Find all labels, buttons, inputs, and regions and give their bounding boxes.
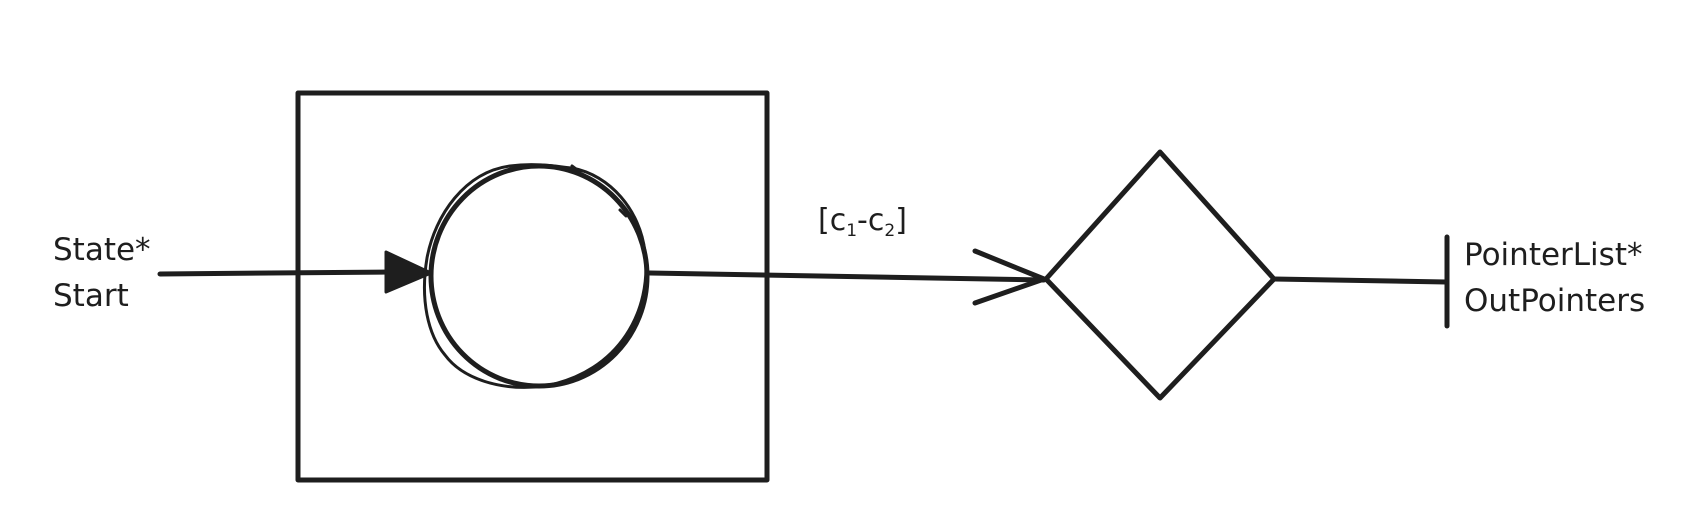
decision-diamond xyxy=(1043,149,1277,401)
output-type-label: PointerList* xyxy=(1464,237,1642,273)
start-arrowhead-icon xyxy=(384,250,433,294)
container-box xyxy=(295,90,770,483)
guard-close-bracket: ] xyxy=(895,203,907,238)
input-arrow-line xyxy=(157,269,393,277)
transition-line xyxy=(647,270,1047,283)
guard-left-sub: 1 xyxy=(846,221,857,241)
guard-right-var: c xyxy=(868,203,885,238)
input-type-label: State* xyxy=(53,232,151,268)
state-circle xyxy=(428,163,650,389)
state-circle-sketch-stroke xyxy=(422,163,648,389)
output-name-label: OutPointers xyxy=(1464,283,1645,319)
output-line xyxy=(1271,276,1449,285)
guard-separator: - xyxy=(857,203,868,238)
guard-condition-label: [c1-c2] xyxy=(818,203,907,241)
guard-right-sub: 2 xyxy=(884,221,895,241)
state-circle-sketch-mark xyxy=(570,164,628,218)
guard-left-var: c xyxy=(830,203,847,238)
guard-open-bracket: [ xyxy=(818,203,830,238)
input-name-label: Start xyxy=(53,278,129,314)
